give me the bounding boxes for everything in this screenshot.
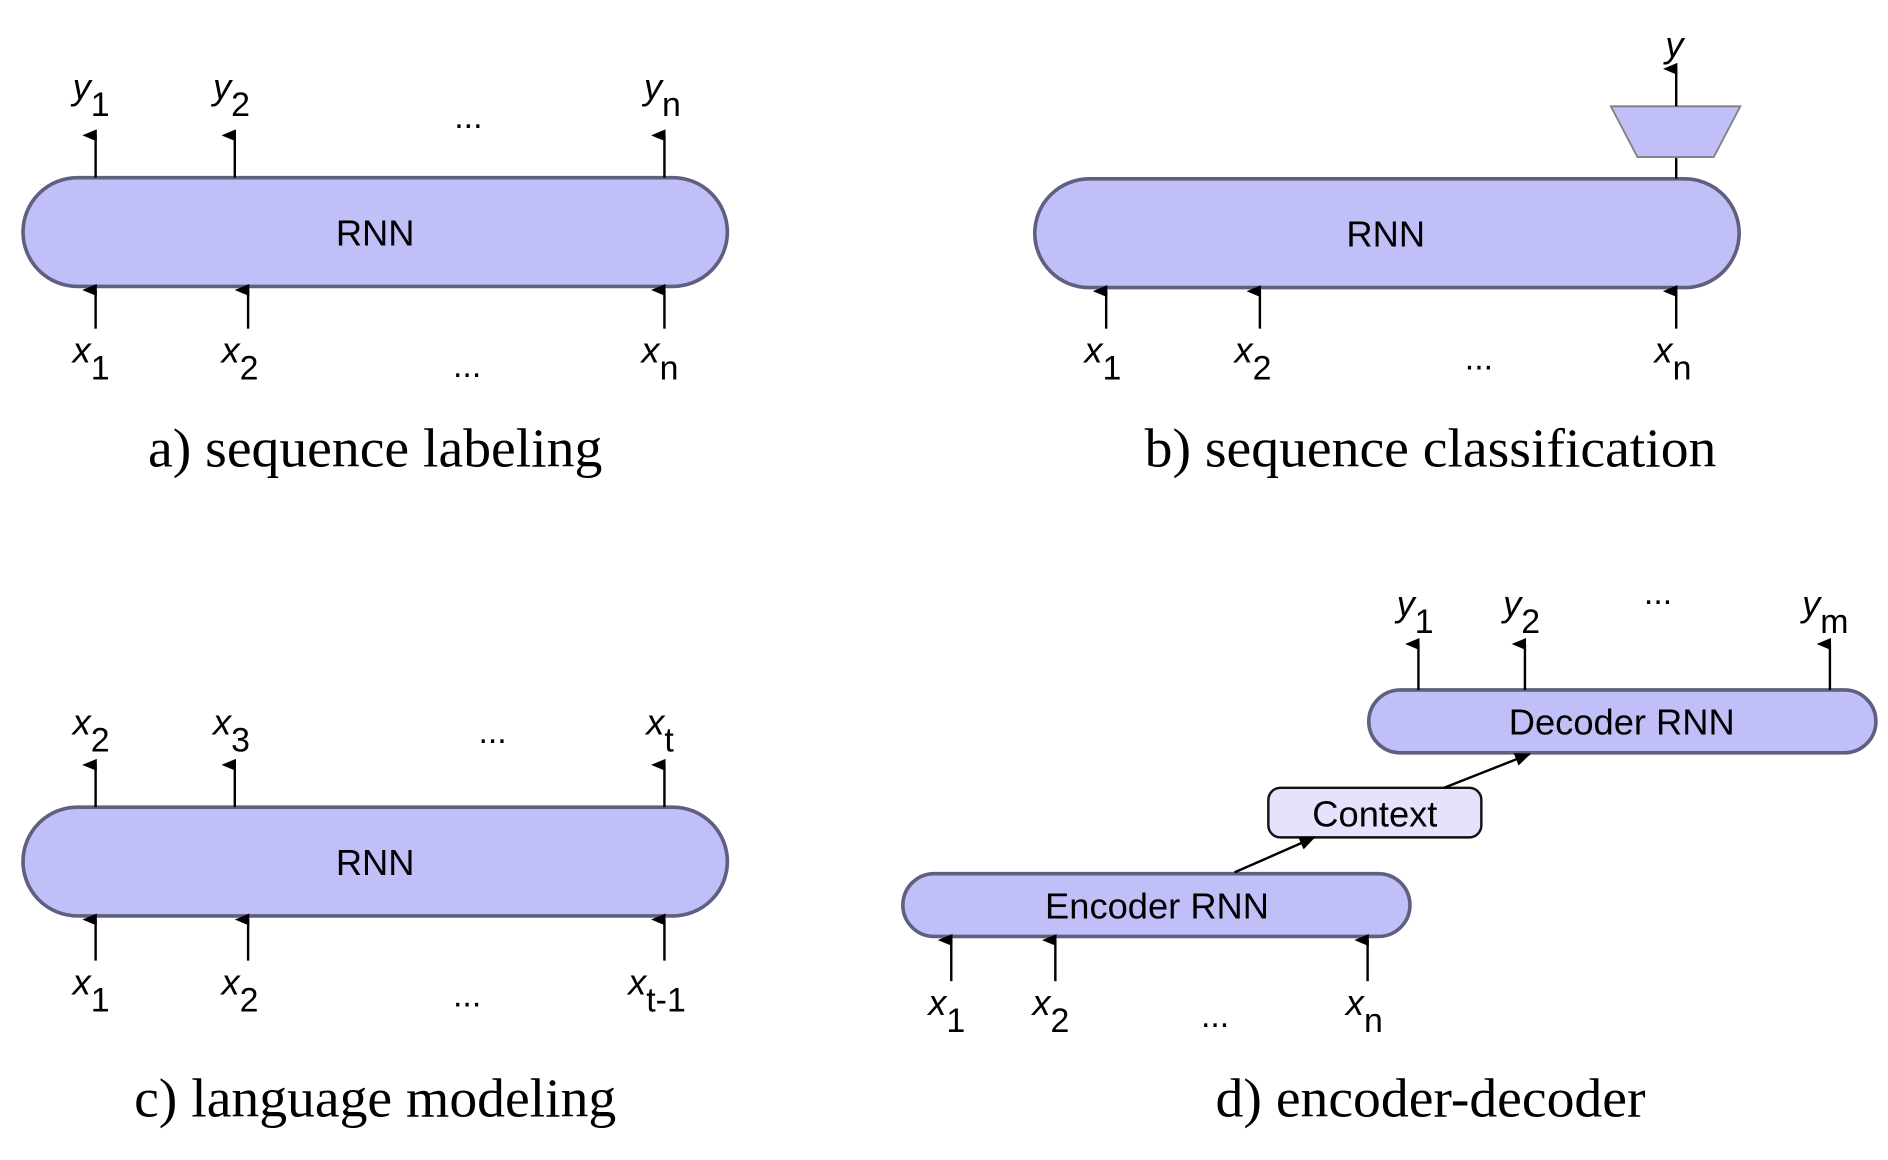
panel-caption: a) sequence labeling (148, 417, 602, 479)
input-label: x2 (1030, 982, 1069, 1040)
ellipsis: ... (453, 977, 481, 1015)
input-label: xn (1652, 330, 1691, 388)
rnn-box-label: RNN (336, 842, 415, 883)
decoder-box (1366, 688, 1878, 755)
panel-caption: d) encoder-decoder (1216, 1068, 1646, 1130)
input-label: xt-1 (626, 961, 686, 1019)
context-box (1267, 786, 1483, 839)
ellipsis: ... (1465, 340, 1493, 378)
ellipsis: ... (453, 347, 481, 385)
input-label: x1 (71, 330, 110, 388)
ellipsis: ... (1201, 997, 1229, 1035)
output-label: x3 (211, 702, 250, 760)
output-label: y (1662, 24, 1685, 65)
rnn-box-label: RNN (336, 212, 415, 253)
panel-caption: b) sequence classification (1145, 417, 1717, 479)
panel-caption: c) language modeling (134, 1068, 616, 1130)
input-label: xn (1344, 982, 1383, 1040)
rnn-box (21, 175, 730, 289)
decoder-label: Decoder RNN (1509, 702, 1735, 743)
output-label: y1 (70, 66, 110, 124)
rnn-box (1032, 177, 1741, 290)
output-label: y1 (1394, 583, 1434, 641)
panel-language-modeling: RNN x2 x3 ... xt x1 x2 ... xt-1 c) langu… (21, 702, 730, 1130)
encoder-box (901, 871, 1412, 939)
input-label: x1 (71, 961, 110, 1019)
output-label: xt (644, 702, 674, 760)
rnn-box-label: RNN (1346, 214, 1425, 255)
input-label: xn (639, 330, 678, 388)
input-label: x1 (926, 982, 965, 1040)
ellipsis: ... (478, 713, 506, 751)
panel-sequence-classification: RNN y x1 x2 ... xn b) sequence classific… (1032, 24, 1742, 479)
ellipsis: ... (454, 98, 482, 136)
output-label: y2 (210, 66, 250, 124)
input-label: x2 (219, 330, 258, 388)
encoder-to-context-arrow (1233, 836, 1316, 874)
output-label: x2 (71, 702, 110, 760)
output-label: yn (641, 66, 681, 124)
input-label: x1 (1082, 330, 1121, 388)
panel-encoder-decoder: Encoder RNN Context Decoder RNN y1 y2 ..… (901, 574, 1878, 1130)
context-label: Context (1312, 794, 1437, 835)
output-label: ym (1799, 583, 1848, 641)
input-label: x2 (1232, 330, 1271, 388)
input-label: x2 (219, 961, 258, 1019)
ellipsis: ... (1644, 574, 1672, 612)
encoder-label: Encoder RNN (1045, 885, 1269, 926)
output-label: y2 (1500, 583, 1540, 641)
panel-sequence-labeling: RNN y1 y2 ... yn x1 x2 ... xn a) sequenc… (21, 66, 730, 479)
classifier-head (1609, 105, 1742, 158)
context-to-decoder-arrow (1443, 752, 1532, 789)
rnn-box (21, 805, 730, 918)
